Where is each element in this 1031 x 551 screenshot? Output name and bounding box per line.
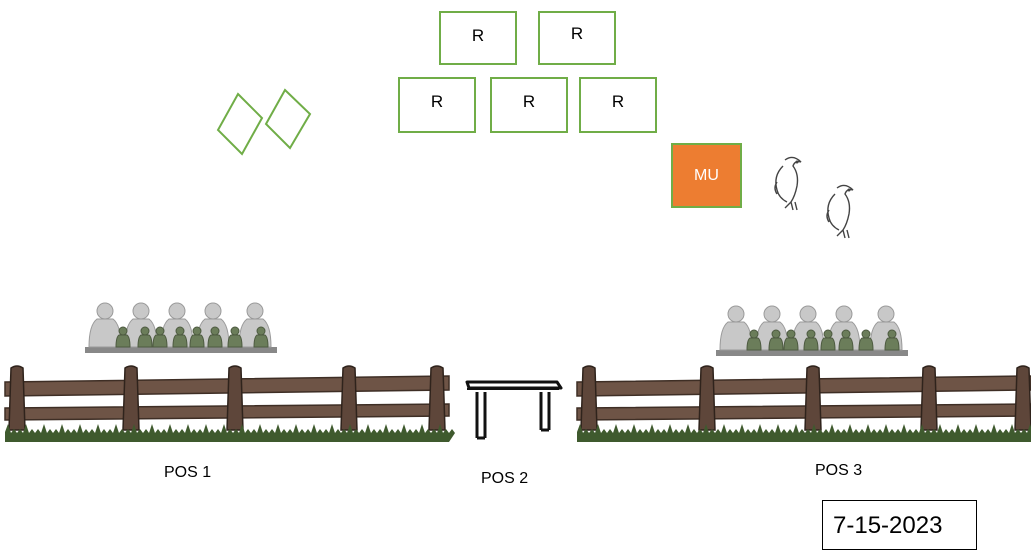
r-box-2: R <box>538 11 616 65</box>
target-silhouettes-left <box>85 302 277 353</box>
target-silhouette-icon <box>253 326 269 348</box>
grass <box>5 424 455 442</box>
fence-post <box>580 365 598 431</box>
fence-rail <box>4 375 450 397</box>
target-silhouettes-right <box>716 305 908 356</box>
target-silhouette-icon <box>746 329 762 351</box>
pos-1-label: POS 1 <box>164 464 212 481</box>
target-silhouette-icon <box>783 329 799 351</box>
fence-post <box>804 365 822 431</box>
target-silhouette-icon <box>189 326 205 348</box>
target-silhouette-icon <box>838 329 854 351</box>
fence-icon <box>576 365 1031 442</box>
diamond-marker-icon <box>216 92 264 156</box>
pos-2-label: POS 2 <box>481 470 529 487</box>
date-label: 7-15-2023 <box>822 500 977 550</box>
target-silhouette-icon <box>137 326 153 348</box>
mu-box: MU <box>671 143 742 208</box>
target-silhouette-icon <box>207 326 223 348</box>
fence-post <box>920 365 938 431</box>
vulture-icon <box>826 184 854 239</box>
r-box-5: R <box>579 77 657 133</box>
target-silhouette-icon <box>227 326 243 348</box>
target-silhouette-icon <box>719 305 753 351</box>
target-silhouette-icon <box>152 326 168 348</box>
mu-label: MU <box>694 166 719 184</box>
fence-rail <box>576 375 1031 397</box>
fence-post <box>226 365 244 431</box>
target-silhouette-icon <box>884 329 900 351</box>
target-silhouette-icon <box>768 329 784 351</box>
diamond-marker-icon <box>264 88 312 150</box>
table-icon <box>465 380 563 440</box>
grass <box>577 424 1031 442</box>
target-silhouette-icon <box>820 329 836 351</box>
pos-3-label: POS 3 <box>815 462 863 479</box>
r-box-4: R <box>490 77 568 133</box>
r-box-1: R <box>439 11 517 65</box>
fence-icon <box>4 365 455 442</box>
fence-rail <box>576 403 1031 421</box>
fence-post <box>8 365 26 431</box>
target-silhouette-icon <box>115 326 131 348</box>
r-box-3: R <box>398 77 476 133</box>
fence-post <box>340 365 358 431</box>
fence-post <box>1014 365 1031 431</box>
target-base <box>85 347 277 353</box>
fence-post <box>428 365 446 431</box>
vulture-icon <box>774 156 802 211</box>
target-silhouette-icon <box>803 329 819 351</box>
fence-post <box>698 365 716 431</box>
diamond-markers <box>216 88 312 156</box>
target-silhouette-icon <box>172 326 188 348</box>
target-silhouette-icon <box>858 329 874 351</box>
fence-post <box>122 365 140 431</box>
target-base <box>716 350 908 356</box>
